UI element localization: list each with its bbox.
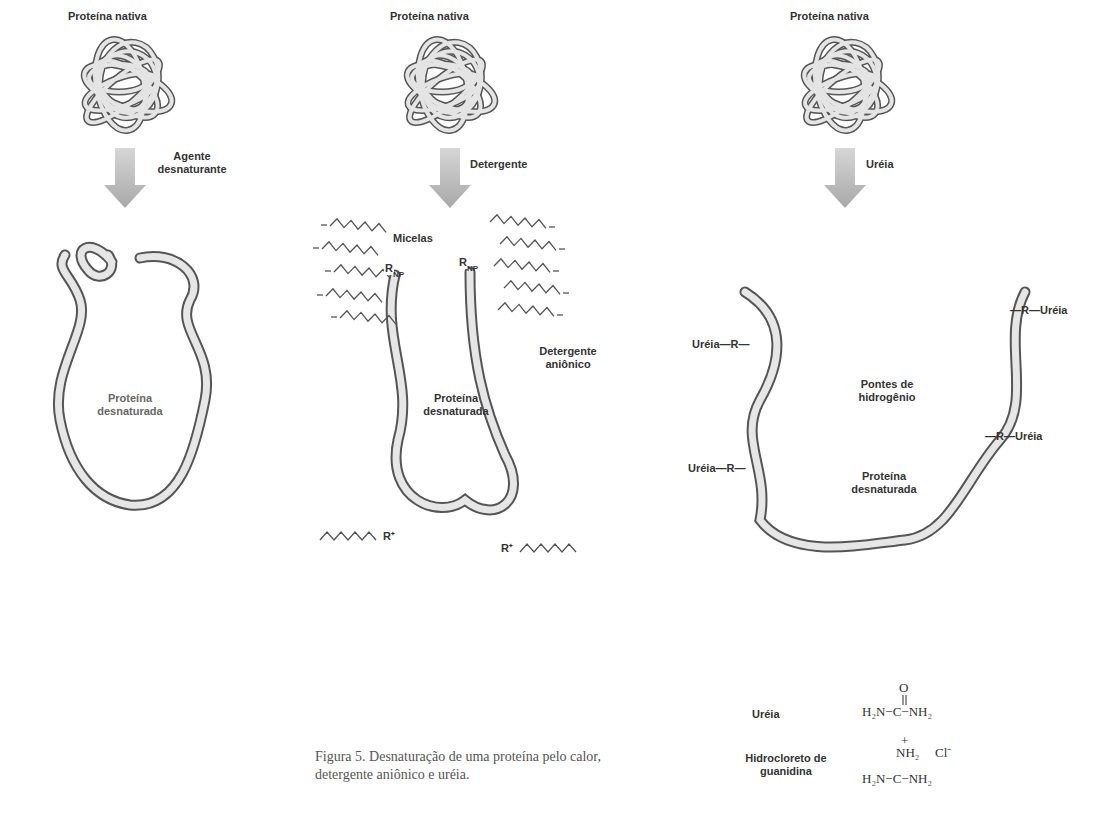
figure-label: Uréia—R— xyxy=(688,462,745,475)
figure-label: Detergente aniônico xyxy=(528,345,608,370)
detergent-tail xyxy=(320,532,376,540)
detergent-tail xyxy=(317,289,382,303)
native-protein xyxy=(401,36,500,135)
figure-label: Agente desnaturante xyxy=(152,150,232,175)
figure-label: R xyxy=(458,256,468,269)
figure-label: NP xyxy=(393,270,404,279)
denatured-chain xyxy=(391,272,513,510)
figure-label: Detergente xyxy=(470,158,527,171)
figure-label: R xyxy=(384,262,394,275)
detergent-tail xyxy=(325,265,390,279)
figure-label: Uréia—R— xyxy=(692,338,749,351)
figure-label: Proteína desnaturada xyxy=(88,392,172,417)
detergent-tail xyxy=(500,237,565,251)
figure-label: Uréia xyxy=(752,708,780,721)
detergent-tail xyxy=(504,281,569,295)
double-bond xyxy=(903,695,906,705)
figure-label: Pontes de hidrogênio xyxy=(842,378,932,403)
figure-caption: Figura 5. Desnaturação de uma proteína p… xyxy=(315,748,645,784)
detergent-tail xyxy=(331,311,396,325)
chemical-formula: O xyxy=(899,681,908,696)
detergent-tail xyxy=(494,259,559,273)
denatured-chain xyxy=(58,247,206,505)
detergent-tail xyxy=(520,544,576,552)
chemical-formula: NH₂ xyxy=(896,746,919,761)
figure-label: Proteína nativa xyxy=(390,10,469,23)
figure-label: Proteína nativa xyxy=(790,10,869,23)
figure-label: Hidrocloreto de guanidina xyxy=(742,752,830,777)
detergent-tail xyxy=(498,303,563,317)
figure-label: R⁺ xyxy=(500,542,514,555)
figure-label: Uréia xyxy=(866,158,894,171)
figure-label: Proteína desnaturada xyxy=(842,470,926,495)
detergent-tail xyxy=(490,215,555,229)
process-arrow xyxy=(104,148,866,208)
chemical-formula: H₂N−C−NH₂ xyxy=(862,772,932,787)
figure-label: —R—Uréia xyxy=(985,430,1042,443)
native-protein xyxy=(78,36,177,135)
figure-label: R⁺ xyxy=(382,530,396,543)
native-protein xyxy=(798,36,897,135)
detergent-tail xyxy=(321,219,386,233)
figure-label: Proteína nativa xyxy=(68,10,147,23)
denatured-chain xyxy=(745,292,1025,547)
figure-label: —R—Uréia xyxy=(1010,304,1067,317)
detergent-tail xyxy=(313,242,378,256)
figure-label: Proteína desnaturada xyxy=(414,392,498,417)
chemical-formula: Cl⁻ xyxy=(935,746,951,761)
figure-label: Micelas xyxy=(392,232,434,245)
figure-label: NP xyxy=(467,264,478,273)
chemical-formula: H₂N−C−NH₂ xyxy=(862,705,932,720)
